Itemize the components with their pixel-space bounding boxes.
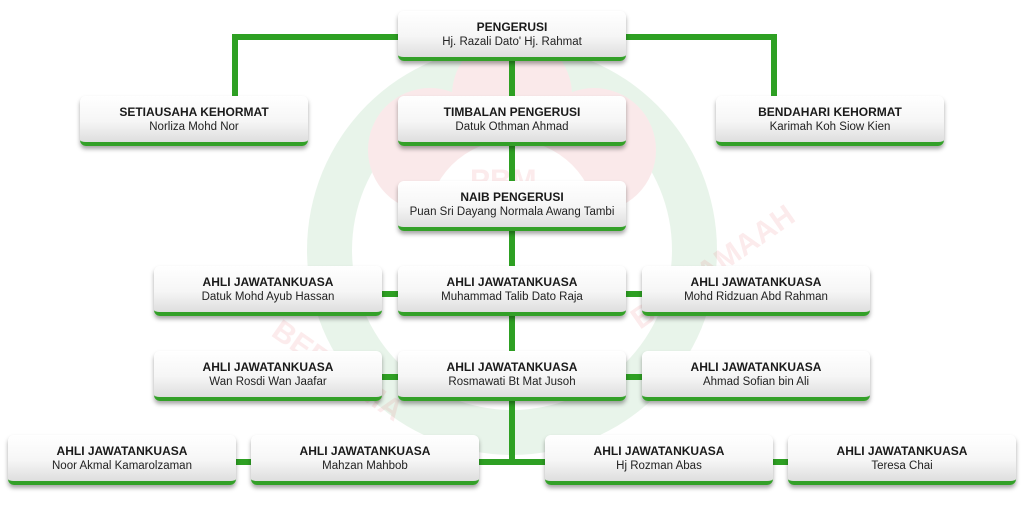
member-name: Puan Sri Dayang Normala Awang Tambi [409,206,615,218]
box-timbalan-pengerusi: TIMBALAN PENGERUSI Datuk Othman Ahmad [398,96,626,146]
member-name: Ahmad Sofian bin Ali [702,376,810,388]
member-name: Hj. Razali Dato' Hj. Rahmat [442,36,582,48]
member-name: Datuk Mohd Ayub Hassan [201,291,335,303]
box-ajk-row2-center: AHLI JAWATANKUASA Rosmawati Bt Mat Jusoh [398,351,626,401]
box-bendahari-kehormat: BENDAHARI KEHORMAT Karimah Koh Siow Kien [716,96,944,146]
member-name: Teresa Chai [871,460,933,472]
box-ajk-row1-center: AHLI JAWATANKUASA Muhammad Talib Dato Ra… [398,266,626,316]
box-ajk-row1-right: AHLI JAWATANKUASA Mohd Ridzuan Abd Rahma… [642,266,870,316]
position-title: AHLI JAWATANKUASA [299,444,431,458]
position-title: AHLI JAWATANKUASA [690,360,822,374]
box-ajk-row3-4: AHLI JAWATANKUASA Teresa Chai [788,435,1016,485]
box-naib-pengerusi: NAIB PENGERUSI Puan Sri Dayang Normala A… [398,181,626,231]
box-ajk-row3-1: AHLI JAWATANKUASA Noor Akmal Kamarolzama… [8,435,236,485]
member-name: Noor Akmal Kamarolzaman [52,460,192,472]
member-name: Datuk Othman Ahmad [455,121,569,133]
position-title: SETIAUSAHA KEHORMAT [119,105,269,119]
box-ajk-row3-2: AHLI JAWATANKUASA Mahzan Mahbob [251,435,479,485]
box-ajk-row3-3: AHLI JAWATANKUASA Hj Rozman Abas [545,435,773,485]
position-title: AHLI JAWATANKUASA [446,275,578,289]
position-title: AHLI JAWATANKUASA [593,444,725,458]
member-name: Rosmawati Bt Mat Jusoh [448,376,576,388]
position-title: AHLI JAWATANKUASA [56,444,188,458]
member-name: Wan Rosdi Wan Jaafar [209,376,327,388]
member-name: Mahzan Mahbob [322,460,408,472]
position-title: AHLI JAWATANKUASA [836,444,968,458]
member-name: Muhammad Talib Dato Raja [441,291,583,303]
box-ajk-row2-right: AHLI JAWATANKUASA Ahmad Sofian bin Ali [642,351,870,401]
box-ajk-row2-left: AHLI JAWATANKUASA Wan Rosdi Wan Jaafar [154,351,382,401]
position-title: BENDAHARI KEHORMAT [758,105,902,119]
member-name: Karimah Koh Siow Kien [769,121,891,133]
member-name: Mohd Ridzuan Abd Rahman [684,291,828,303]
member-name: Hj Rozman Abas [616,460,702,472]
connector-root-left [232,34,401,100]
position-title: PENGERUSI [476,20,548,34]
position-title: AHLI JAWATANKUASA [202,275,334,289]
box-setiausaha-kehormat: SETIAUSAHA KEHORMAT Norliza Mohd Nor [80,96,308,146]
connector-root-right [623,34,777,100]
box-pengerusi: PENGERUSI Hj. Razali Dato' Hj. Rahmat [398,11,626,61]
position-title: AHLI JAWATANKUASA [446,360,578,374]
member-name: Norliza Mohd Nor [149,121,239,133]
position-title: NAIB PENGERUSI [460,190,564,204]
position-title: AHLI JAWATANKUASA [202,360,334,374]
box-ajk-row1-left: AHLI JAWATANKUASA Datuk Mohd Ayub Hassan [154,266,382,316]
position-title: TIMBALAN PENGERUSI [443,105,581,119]
position-title: AHLI JAWATANKUASA [690,275,822,289]
